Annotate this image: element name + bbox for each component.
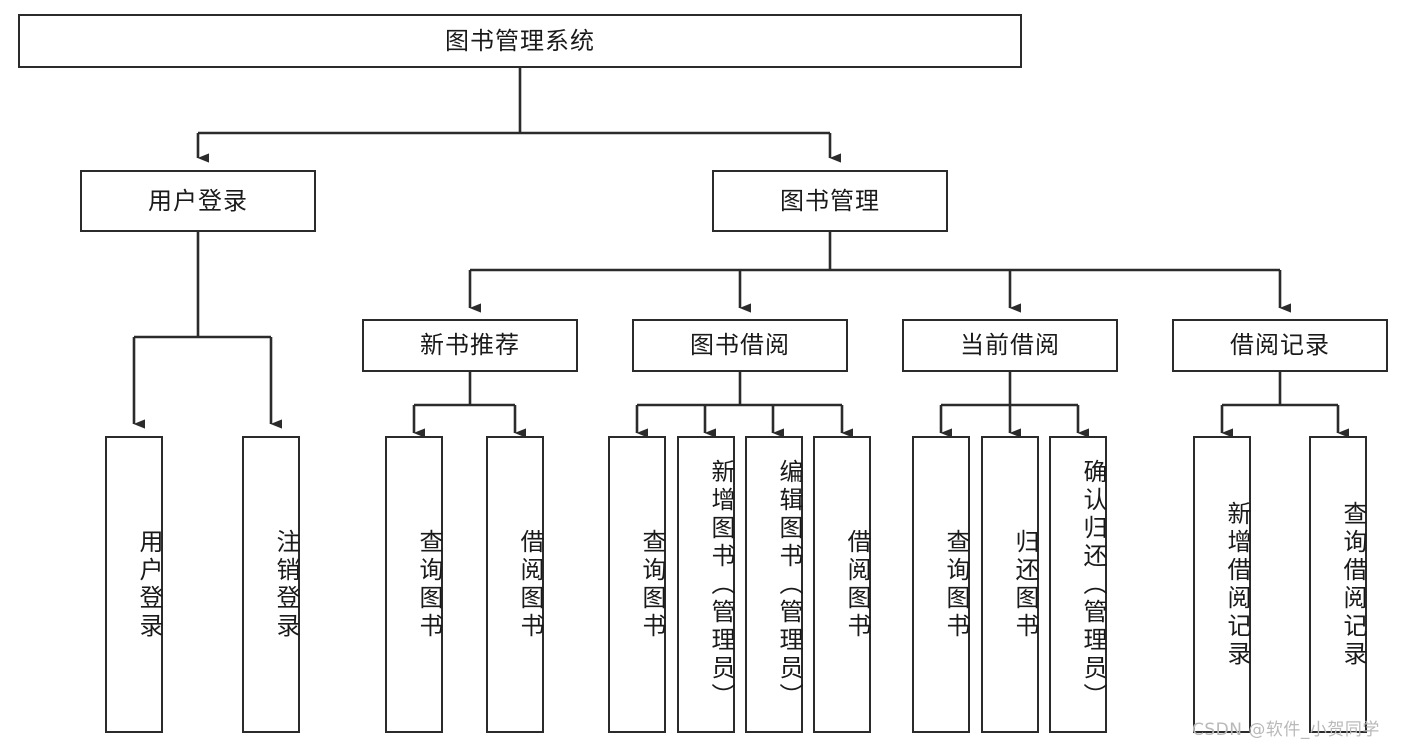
leaf-confirm-return-admin[interactable]: 确认归还（管理员）: [1049, 436, 1107, 733]
node-label: 图书管理系统: [445, 26, 595, 55]
node-book-borrow[interactable]: 图书借阅: [632, 319, 848, 372]
leaf-query-book-current[interactable]: 查询图书: [912, 436, 970, 733]
node-label: 新增图书（管理员）: [707, 458, 735, 711]
leaf-return-book[interactable]: 归还图书: [981, 436, 1039, 733]
node-user-login[interactable]: 用户登录: [80, 170, 316, 232]
leaf-query-book-borrow[interactable]: 查询图书: [608, 436, 666, 733]
leaf-add-book-admin[interactable]: 新增图书（管理员）: [677, 436, 735, 733]
node-label: 查询图书: [942, 528, 970, 641]
node-borrow-record[interactable]: 借阅记录: [1172, 319, 1388, 372]
node-new-book-recommend[interactable]: 新书推荐: [362, 319, 578, 372]
node-label: 借阅图书: [516, 528, 544, 641]
leaf-add-borrow-record[interactable]: 新增借阅记录: [1193, 436, 1251, 733]
csdn-watermark: CSDN @软件_小贺同学: [1192, 720, 1380, 740]
node-label: 借阅图书: [843, 528, 871, 641]
node-label: 新增借阅记录: [1223, 500, 1251, 669]
node-label: 图书借阅: [690, 331, 790, 360]
leaf-user-login[interactable]: 用户登录: [105, 436, 163, 733]
node-label: 图书管理: [780, 186, 880, 215]
leaf-borrow-book[interactable]: 借阅图书: [813, 436, 871, 733]
node-label: 注销登录: [272, 528, 300, 641]
node-root-book-management-system[interactable]: 图书管理系统: [18, 14, 1022, 68]
node-label: 用户登录: [148, 186, 248, 215]
leaf-logout-login[interactable]: 注销登录: [242, 436, 300, 733]
leaf-edit-book-admin[interactable]: 编辑图书（管理员）: [745, 436, 803, 733]
node-label: 编辑图书（管理员）: [775, 458, 803, 711]
node-label: 用户登录: [135, 528, 163, 641]
leaf-query-borrow-record[interactable]: 查询借阅记录: [1309, 436, 1367, 733]
node-label: 借阅记录: [1230, 331, 1330, 360]
node-label: 查询图书: [415, 528, 443, 641]
node-label: 当前借阅: [960, 331, 1060, 360]
leaf-borrow-book-recommend[interactable]: 借阅图书: [486, 436, 544, 733]
node-label: 查询图书: [638, 528, 666, 641]
node-label: 确认归还（管理员）: [1079, 458, 1107, 711]
node-label: 新书推荐: [420, 331, 520, 360]
node-label: 归还图书: [1011, 528, 1039, 641]
node-label: 查询借阅记录: [1339, 500, 1367, 669]
leaf-query-book-recommend[interactable]: 查询图书: [385, 436, 443, 733]
node-book-management[interactable]: 图书管理: [712, 170, 948, 232]
node-current-borrow[interactable]: 当前借阅: [902, 319, 1118, 372]
